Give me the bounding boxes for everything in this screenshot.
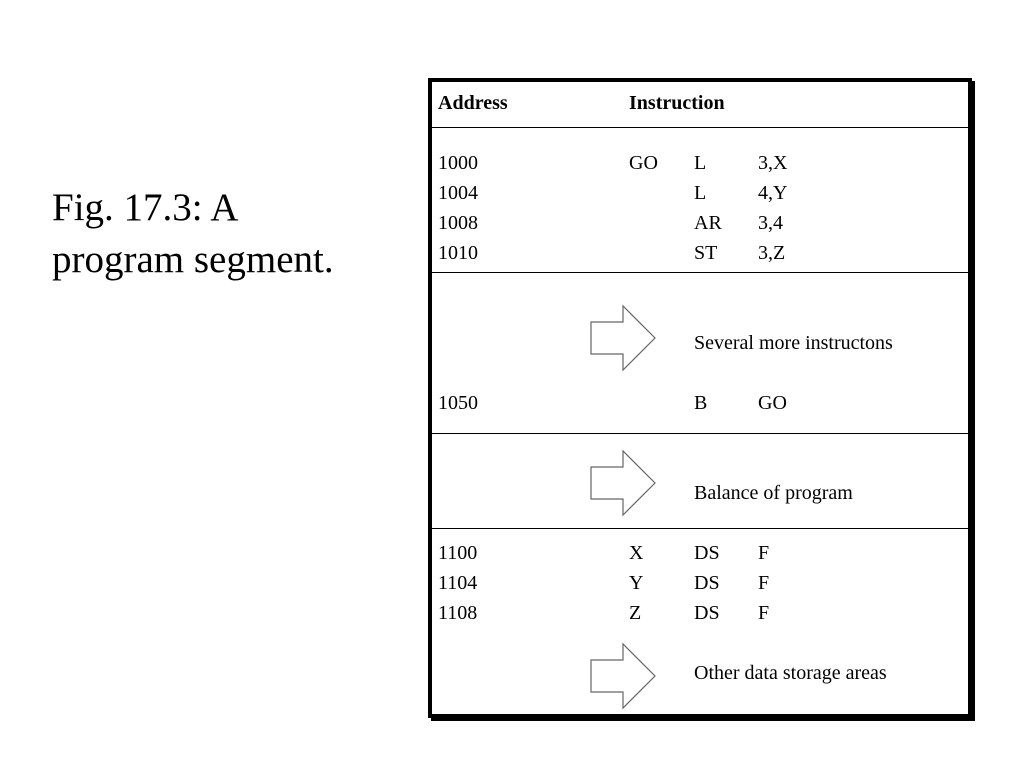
slide-title-line-1: Fig. 17.3: A	[52, 186, 239, 229]
divider-2	[432, 433, 968, 434]
address-header: Address	[438, 92, 508, 114]
row-label: Y	[629, 572, 644, 594]
row-operand: 3,X	[758, 152, 788, 174]
row-opcode: B	[694, 392, 708, 414]
row-opcode: L	[694, 152, 707, 174]
slide-title: Fig. 17.3: A program segment.	[52, 182, 412, 286]
row-opcode: DS	[694, 572, 720, 594]
row-operand: GO	[758, 392, 787, 414]
row-label: GO	[629, 152, 658, 174]
row-address: 1050	[438, 392, 478, 414]
row-address: 1000	[438, 152, 478, 174]
row-label: X	[629, 542, 644, 564]
divider-1	[432, 272, 968, 273]
row-opcode: AR	[694, 212, 722, 234]
row-address: 1008	[438, 212, 478, 234]
row-opcode: L	[694, 182, 707, 204]
several-more-note: Several more instructons	[694, 332, 893, 354]
row-address: 1010	[438, 242, 478, 264]
row-opcode: DS	[694, 542, 720, 564]
other-data-note: Other data storage areas	[694, 662, 887, 684]
row-operand: 3,Z	[758, 242, 786, 264]
row-address: 1100	[438, 542, 478, 564]
row-address: 1104	[438, 572, 478, 594]
row-operand: 3,4	[758, 212, 783, 234]
arrow-right-icon	[590, 449, 656, 517]
row-label: Z	[629, 602, 642, 624]
divider-3	[432, 528, 968, 529]
divider-header	[432, 127, 968, 128]
row-opcode: DS	[694, 602, 720, 624]
balance-note: Balance of program	[694, 482, 853, 504]
row-operand: F	[758, 602, 770, 624]
instruction-header: Instruction	[629, 92, 725, 114]
arrow-right-icon	[590, 304, 656, 372]
program-segment-table: Address Instruction 1000 GO L 3,X 1004 L…	[428, 78, 972, 718]
row-operand: 4,Y	[758, 182, 788, 204]
row-operand: F	[758, 572, 770, 594]
arrow-right-icon	[590, 642, 656, 710]
row-address: 1004	[438, 182, 478, 204]
row-opcode: ST	[694, 242, 718, 264]
slide-title-line-2: program segment.	[52, 238, 334, 281]
row-address: 1108	[438, 602, 478, 624]
row-operand: F	[758, 542, 770, 564]
